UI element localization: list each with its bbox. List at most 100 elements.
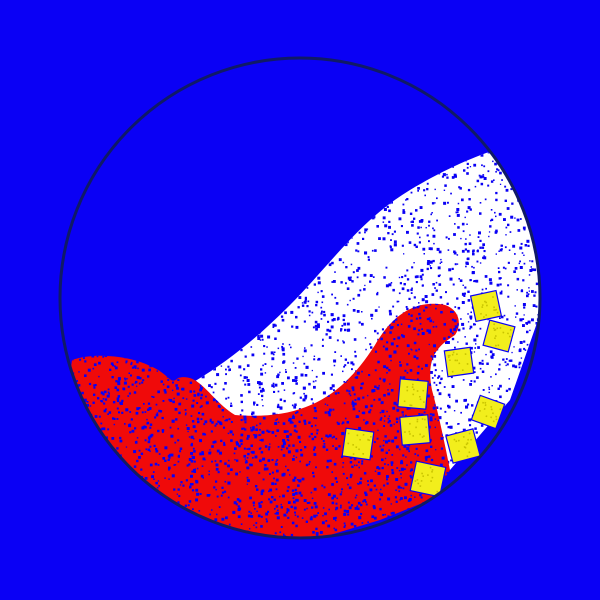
speckle (454, 306, 457, 308)
speckle (406, 230, 409, 234)
speckle (232, 433, 234, 436)
speckle (523, 254, 525, 256)
speckle (232, 510, 236, 514)
speckle (312, 471, 315, 474)
speckle (526, 323, 528, 325)
speckle (146, 421, 150, 425)
red-layer-fill (60, 303, 459, 538)
speckle (435, 449, 437, 451)
speckle (481, 370, 485, 373)
speckle (473, 266, 475, 269)
speckle (230, 439, 233, 442)
speckle (392, 288, 395, 292)
speckle (356, 310, 360, 313)
speckle (227, 396, 230, 399)
speckle (411, 224, 414, 227)
speckle (180, 481, 183, 484)
speckle (368, 410, 371, 414)
speckle (356, 505, 359, 508)
speckle (361, 460, 364, 463)
speckle (242, 379, 245, 382)
speckle (466, 262, 469, 265)
speckle (271, 384, 275, 388)
speckle (306, 305, 309, 308)
speckle (381, 466, 384, 470)
speckle (303, 499, 307, 502)
speckle (440, 377, 443, 380)
speckle (451, 311, 454, 313)
speckle (285, 465, 287, 468)
speckle (265, 467, 269, 471)
speckle (498, 212, 502, 216)
speckle (262, 416, 266, 420)
speckle (473, 280, 475, 283)
speckle (513, 346, 515, 348)
speckle (528, 290, 530, 292)
speckle (307, 300, 310, 303)
speckle (246, 379, 250, 382)
speckle (223, 441, 225, 444)
speckle (372, 422, 376, 425)
speckle (154, 462, 158, 466)
speckle (383, 439, 385, 442)
speckle (331, 384, 335, 388)
speckle (419, 316, 422, 320)
speckle (413, 355, 417, 359)
speckle (506, 207, 510, 210)
speckle (274, 512, 276, 515)
speckle (298, 296, 302, 299)
speckle (386, 475, 389, 478)
speckle (376, 332, 379, 335)
speckle (110, 362, 114, 366)
speckle (374, 369, 377, 372)
speckle (147, 436, 151, 440)
speckle (186, 464, 189, 467)
speckle (535, 282, 539, 286)
speckle (303, 362, 306, 365)
speckle (487, 184, 490, 187)
speckle (494, 162, 497, 166)
speckle (205, 401, 209, 405)
speckle (239, 374, 242, 377)
speckle (360, 512, 363, 515)
speckle (282, 472, 286, 476)
speckle (353, 464, 356, 467)
speckle (261, 394, 264, 398)
speckle (456, 297, 459, 300)
speckle (421, 285, 424, 287)
speckle (489, 350, 493, 354)
speckle (434, 188, 436, 191)
speckle (112, 364, 114, 367)
speckle (481, 362, 484, 365)
speckle (296, 411, 299, 414)
speckle (192, 468, 196, 472)
speckle (313, 487, 317, 491)
speckle (131, 366, 134, 369)
speckle (254, 508, 256, 510)
speckle (134, 427, 137, 430)
speckle (274, 532, 277, 535)
speckle (490, 218, 494, 221)
speckle (411, 287, 413, 290)
speckle (495, 171, 497, 173)
speckle (514, 305, 516, 307)
speckle (496, 168, 499, 171)
speckle (514, 267, 518, 270)
speckle (341, 432, 345, 436)
speckle (302, 398, 306, 402)
speckle (248, 510, 251, 513)
speckle (208, 470, 210, 472)
speckle (440, 261, 443, 263)
speckle (480, 153, 484, 157)
speckle (370, 479, 373, 483)
speckle (469, 208, 472, 211)
speckle (473, 280, 476, 283)
speckle (191, 483, 194, 486)
speckle (102, 393, 105, 396)
speckle (276, 429, 280, 432)
speckle (201, 452, 205, 456)
speckle (107, 428, 110, 431)
speckle (100, 399, 103, 402)
speckle (425, 364, 428, 367)
speckle (287, 516, 290, 519)
